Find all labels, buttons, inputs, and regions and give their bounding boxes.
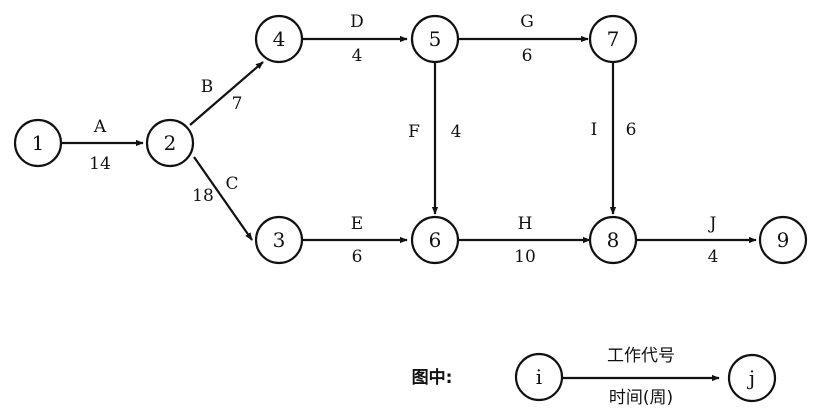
legend-caption: 图中: — [412, 367, 453, 388]
edge-E-activity: E — [351, 214, 363, 234]
node-9: 9 — [758, 215, 808, 265]
node-2-label: 2 — [164, 131, 177, 155]
node-4: 4 — [254, 14, 304, 64]
node-1: 1 — [13, 118, 63, 168]
edge-I-duration: 6 — [626, 120, 637, 140]
node-5: 5 — [410, 14, 460, 64]
edge-F-activity: F — [408, 122, 420, 142]
edge-B-activity: B — [201, 77, 214, 97]
edge-H-activity: H — [518, 214, 533, 234]
edge-labels: A 14 B 7 C 18 D 4 E 6 F 4 G 6 H 10 I 6 J… — [89, 12, 718, 267]
legend-start-node: i — [514, 352, 564, 402]
node-4-label: 4 — [273, 27, 286, 51]
edge-C-duration: 18 — [192, 186, 214, 206]
node-9-label: 9 — [777, 228, 790, 252]
node-3: 3 — [254, 215, 304, 265]
node-8-label: 8 — [607, 228, 620, 252]
edge-E-duration: 6 — [352, 247, 363, 267]
edge-I-activity: I — [591, 120, 598, 140]
edge-J-duration: 4 — [708, 247, 719, 267]
edge-D-activity: D — [350, 12, 364, 32]
edge-H-duration: 10 — [514, 247, 536, 267]
legend-bottom-label: 时间(周) — [609, 388, 673, 408]
edge-J-activity: J — [708, 214, 717, 234]
node-7-label: 7 — [607, 27, 620, 51]
node-8: 8 — [588, 215, 638, 265]
node-7: 7 — [588, 14, 638, 64]
node-3-label: 3 — [273, 228, 286, 252]
legend: 图中: 工作代号 时间(周) i j — [412, 346, 777, 408]
node-2: 2 — [145, 118, 195, 168]
edge-G-activity: G — [520, 12, 534, 32]
legend-top-label: 工作代号 — [607, 346, 675, 366]
legend-end-node: j — [727, 353, 777, 403]
edges — [62, 35, 757, 244]
nodes: 1 2 3 4 5 6 7 8 — [13, 14, 808, 265]
legend-end-node-label: j — [747, 366, 755, 390]
edge-C-line — [193, 156, 253, 241]
edge-B-duration: 7 — [232, 94, 243, 114]
edge-C-activity: C — [225, 174, 238, 194]
edge-B-line — [189, 61, 264, 126]
edge-G-duration: 6 — [522, 46, 533, 66]
edge-F-duration: 4 — [451, 122, 462, 142]
node-6-label: 6 — [429, 228, 442, 252]
edge-A-duration: 14 — [89, 154, 111, 174]
node-5-label: 5 — [429, 27, 442, 51]
legend-start-node-label: i — [536, 365, 542, 389]
edge-A-activity: A — [93, 117, 107, 137]
node-6: 6 — [410, 215, 460, 265]
node-1-label: 1 — [32, 131, 45, 155]
edge-D-duration: 4 — [352, 46, 363, 66]
